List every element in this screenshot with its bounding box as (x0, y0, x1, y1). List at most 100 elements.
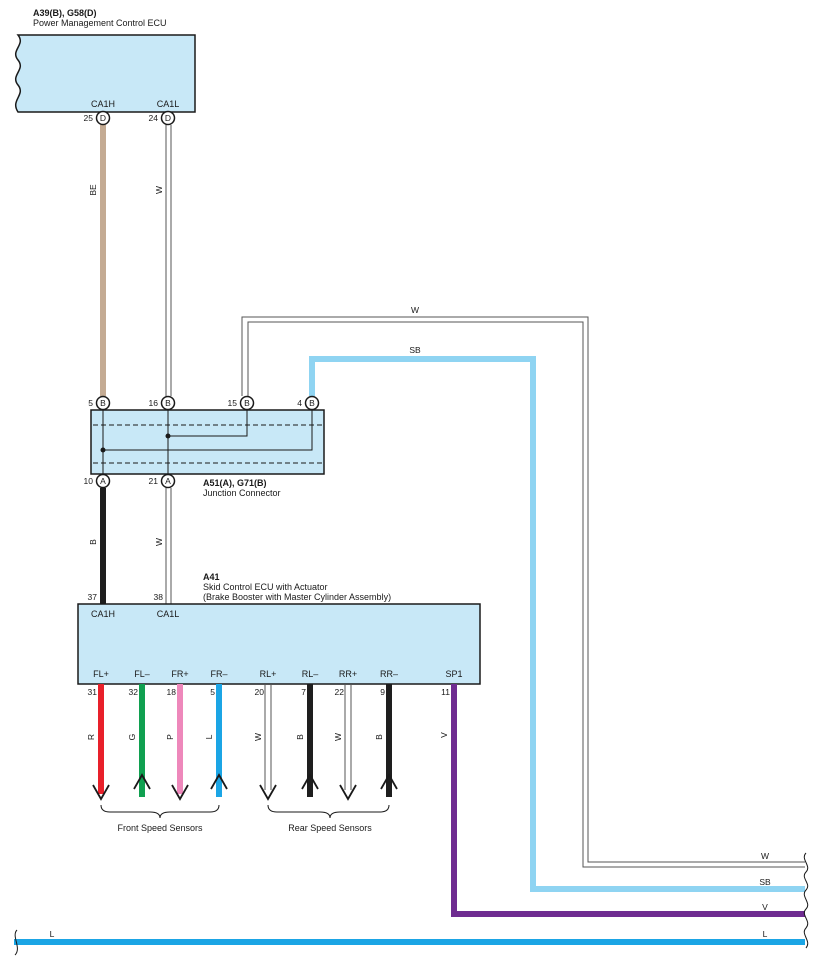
svg-text:A: A (165, 476, 171, 486)
sensor-connector-fr-minus-icon (210, 773, 228, 790)
jc-int-4 (103, 410, 313, 451)
skid-pin-32: 32 (129, 687, 139, 697)
jc-pin-5: B 5 (88, 395, 111, 411)
wire-label-v-right: V (762, 902, 768, 912)
skid-pin-20: 20 (255, 687, 265, 697)
sensor-connector-rr-plus-icon (339, 784, 357, 801)
svg-text:25: 25 (84, 113, 94, 123)
skid-ecu-code: A41 (203, 572, 220, 582)
skid-pin-38: 38 (154, 592, 164, 602)
wire-label-w-pm: W (154, 186, 164, 194)
skid-term-fr-minus: FR– (210, 669, 227, 679)
wire-label-rl-minus: B (295, 734, 305, 740)
junction-code: A51(A), G71(B) (203, 478, 267, 488)
jc-pin-21: A 21 (149, 473, 176, 489)
sensor-connector-fl-minus-icon (133, 773, 151, 790)
jc-splice-2 (100, 447, 106, 453)
pm-pin-24: D 24 (149, 110, 176, 126)
wire-label-fr-minus: L (204, 734, 214, 739)
pm-ecu-box (15, 34, 196, 113)
jc-pin-15: B 15 (228, 395, 255, 411)
pm-term-ca1l: CA1L (157, 99, 180, 109)
svg-text:5: 5 (88, 398, 93, 408)
left-break-mark (14, 929, 18, 956)
wire-label-rr-minus: B (374, 734, 384, 740)
wire-label-be: BE (88, 184, 98, 196)
wire-label-l-right: L (763, 929, 768, 939)
skid-term-sp1: SP1 (445, 669, 462, 679)
svg-text:16: 16 (149, 398, 159, 408)
wire-label-sb-top: SB (409, 345, 421, 355)
right-break-marks (803, 852, 809, 949)
wire-w-top-inner (247, 321, 805, 868)
sensor-connector-fr-plus-icon (171, 784, 189, 801)
junction-name: Junction Connector (203, 488, 281, 498)
skid-pin-11: 11 (441, 687, 450, 697)
wire-label-fl-minus: G (127, 734, 137, 741)
skid-term-rl-plus: RL+ (260, 669, 277, 679)
svg-text:D: D (165, 113, 171, 123)
pm-ecu-name: Power Management Control ECU (33, 18, 167, 28)
sensor-connector-fl-plus-icon (92, 784, 110, 801)
skid-term-ca1h: CA1H (91, 609, 115, 619)
svg-text:B: B (165, 398, 171, 408)
wire-sb (309, 356, 805, 892)
pm-ecu-code: A39(B), G58(D) (33, 8, 97, 18)
skid-term-ca1l: CA1L (157, 609, 180, 619)
wire-label-rl-plus: W (253, 733, 263, 741)
junction-connector-box (90, 409, 325, 475)
front-sensors-brace (100, 804, 220, 819)
skid-term-rr-minus: RR– (380, 669, 398, 679)
wire-label-v: V (439, 732, 449, 738)
wire-label-w-top: W (411, 305, 419, 315)
front-sensors-label: Front Speed Sensors (117, 823, 203, 833)
skid-pin-5: 5 (210, 687, 215, 697)
skid-term-rl-minus: RL– (302, 669, 319, 679)
svg-text:10: 10 (84, 476, 94, 486)
svg-text:B: B (244, 398, 250, 408)
wire-label-l-left: L (50, 929, 55, 939)
wire-label-w-right: W (761, 851, 769, 861)
wire-v (451, 684, 805, 917)
skid-term-rr-plus: RR+ (339, 669, 357, 679)
svg-text:21: 21 (149, 476, 159, 486)
svg-text:A: A (100, 476, 106, 486)
skid-ecu-sub: (Brake Booster with Master Cylinder Asse… (203, 592, 391, 602)
skid-term-fl-minus: FL– (134, 669, 150, 679)
skid-pin-37: 37 (88, 592, 98, 602)
sensor-connector-rl-minus-icon (301, 773, 319, 790)
skid-ecu-name: Skid Control ECU with Actuator (203, 582, 328, 592)
wire-label-w-jc: W (154, 538, 164, 546)
rear-sensors-label: Rear Speed Sensors (288, 823, 372, 833)
svg-text:B: B (309, 398, 315, 408)
wire-label-sb-right: SB (759, 877, 771, 887)
skid-term-fr-plus: FR+ (171, 669, 188, 679)
jc-int-15 (168, 410, 248, 437)
jc-pin-4: B 4 (297, 395, 320, 411)
skid-pin-22: 22 (335, 687, 345, 697)
svg-text:B: B (100, 398, 106, 408)
skid-pin-9: 9 (380, 687, 385, 697)
jc-pin-10: A 10 (84, 473, 111, 489)
wire-label-fl-plus: R (86, 734, 96, 740)
skid-pin-18: 18 (167, 687, 177, 697)
rear-sensors-brace (267, 804, 390, 819)
jc-splice-1 (165, 433, 171, 439)
svg-text:4: 4 (297, 398, 302, 408)
wire-label-fr-plus: P (165, 734, 175, 740)
svg-text:D: D (100, 113, 106, 123)
pm-term-ca1h: CA1H (91, 99, 115, 109)
skid-term-fl-plus: FL+ (93, 669, 109, 679)
wire-w-top-outer (241, 316, 805, 863)
svg-text:15: 15 (228, 398, 238, 408)
sensor-connector-rr-minus-icon (380, 773, 398, 790)
sensor-connector-rl-plus-icon (259, 784, 277, 801)
skid-pin-7: 7 (301, 687, 306, 697)
wire-label-b-jc: B (88, 539, 98, 545)
skid-ecu-box (77, 603, 481, 685)
skid-pin-31: 31 (88, 687, 98, 697)
pm-pin-25: D 25 (84, 110, 111, 126)
sensor-wires (92, 684, 398, 801)
wire-label-rr-plus: W (333, 733, 343, 741)
